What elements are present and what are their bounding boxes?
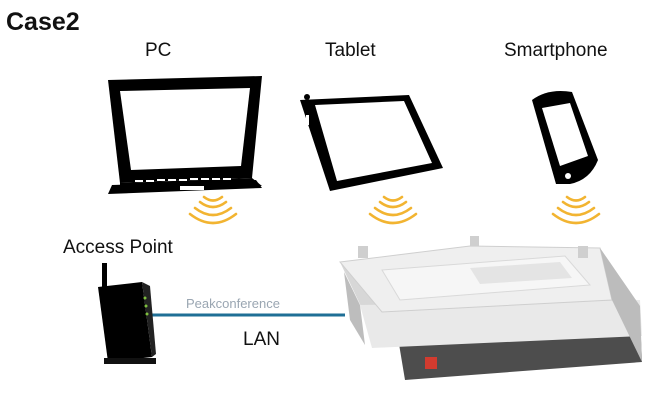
wifi-signal-icon [368, 195, 418, 225]
projector-icon [339, 236, 642, 380]
wifi-signal-icon [551, 195, 601, 225]
device-label-pc: PC [145, 40, 172, 61]
laptop-icon [108, 76, 262, 194]
lan-label: LAN [243, 329, 280, 350]
smartphone-icon [532, 91, 598, 184]
access-point-label: Access Point [63, 237, 173, 258]
tablet-icon [300, 94, 443, 191]
router-icon [98, 263, 156, 364]
wifi-signal-icon [188, 195, 238, 225]
network-name-label: Peakconference [186, 296, 280, 311]
page-title: Case2 [6, 8, 80, 36]
device-label-smartphone: Smartphone [504, 40, 608, 61]
device-label-tablet: Tablet [325, 40, 376, 61]
